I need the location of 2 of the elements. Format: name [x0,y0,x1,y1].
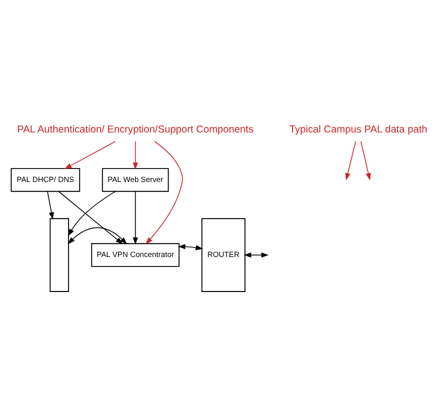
node-text: Typical Campus PAL data path [289,124,428,135]
node-text: PAL Authentication/ Encryption/Support Components [17,124,254,135]
